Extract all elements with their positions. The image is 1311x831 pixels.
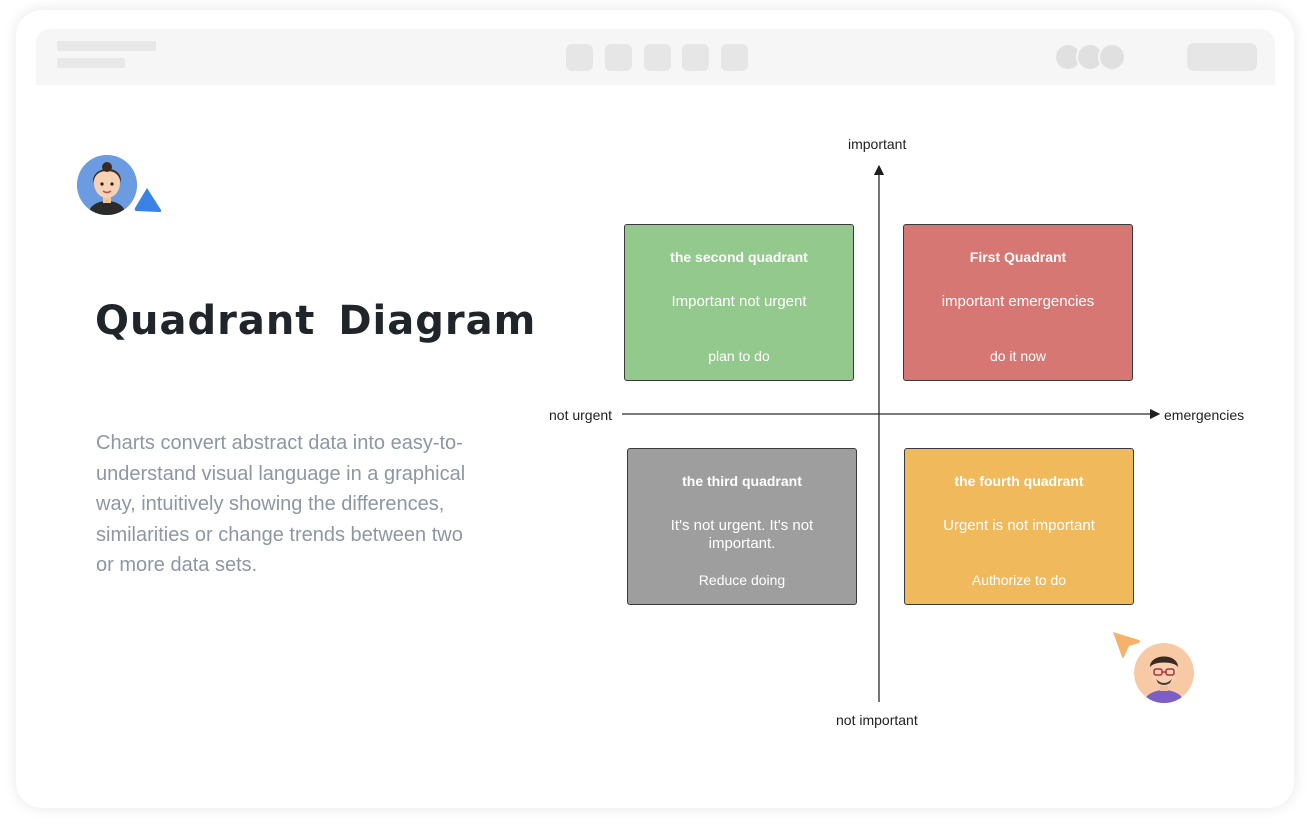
toolbar-button[interactable] [644, 44, 671, 71]
quadrant-title: the third quadrant [682, 473, 802, 489]
toolbar-button[interactable] [721, 44, 748, 71]
user-avatar-right [1134, 643, 1194, 703]
axis-label-right: emergencies [1164, 407, 1245, 423]
collaborator-avatar[interactable] [1098, 43, 1126, 71]
quadrant-subtitle: important emergencies [941, 293, 1095, 310]
quadrant-subtitle: It's not urgent. It's not important. [670, 517, 814, 552]
axis-label-left: not urgent [549, 407, 613, 423]
quadrant-first[interactable]: First Quadrant important emergencies do … [903, 224, 1133, 381]
quadrant-subtitle: Urgent is not important [943, 517, 1095, 534]
quadrant-action: Authorize to do [971, 572, 1067, 588]
quadrant-action: Reduce doing [698, 572, 786, 588]
quadrant-title: the second quadrant [670, 249, 808, 265]
quadrant-action: plan to do [708, 348, 770, 364]
quadrant-fourth[interactable]: the fourth quadrant Urgent is not import… [904, 448, 1134, 605]
quadrant-title: the fourth quadrant [954, 473, 1084, 489]
quadrant-action: do it now [989, 348, 1047, 364]
share-button[interactable] [1187, 43, 1257, 71]
toolbar-subtitle-placeholder [57, 58, 125, 68]
quadrant-third[interactable]: the third quadrant It's not urgent. It's… [627, 448, 857, 605]
axis-label-bottom: not important [836, 712, 918, 728]
quadrant-subtitle: Important not urgent [671, 293, 807, 310]
cursor-arrow-icon [1113, 632, 1140, 658]
page-description: Charts convert abstract data into easy-t… [96, 432, 466, 576]
quadrant-title: First Quadrant [969, 249, 1067, 265]
axis-label-top: important [848, 136, 907, 152]
cursor-arrow-icon [134, 188, 162, 212]
page-title: Quadrant Diagram [95, 298, 537, 344]
toolbar-button[interactable] [605, 44, 632, 71]
quadrant-second[interactable]: the second quadrant Important not urgent… [624, 224, 854, 381]
toolbar-button[interactable] [566, 44, 593, 71]
canvas-card [16, 10, 1294, 808]
toolbar-button[interactable] [682, 44, 709, 71]
toolbar-title-placeholder [57, 41, 156, 51]
user-avatar-left [77, 155, 137, 215]
